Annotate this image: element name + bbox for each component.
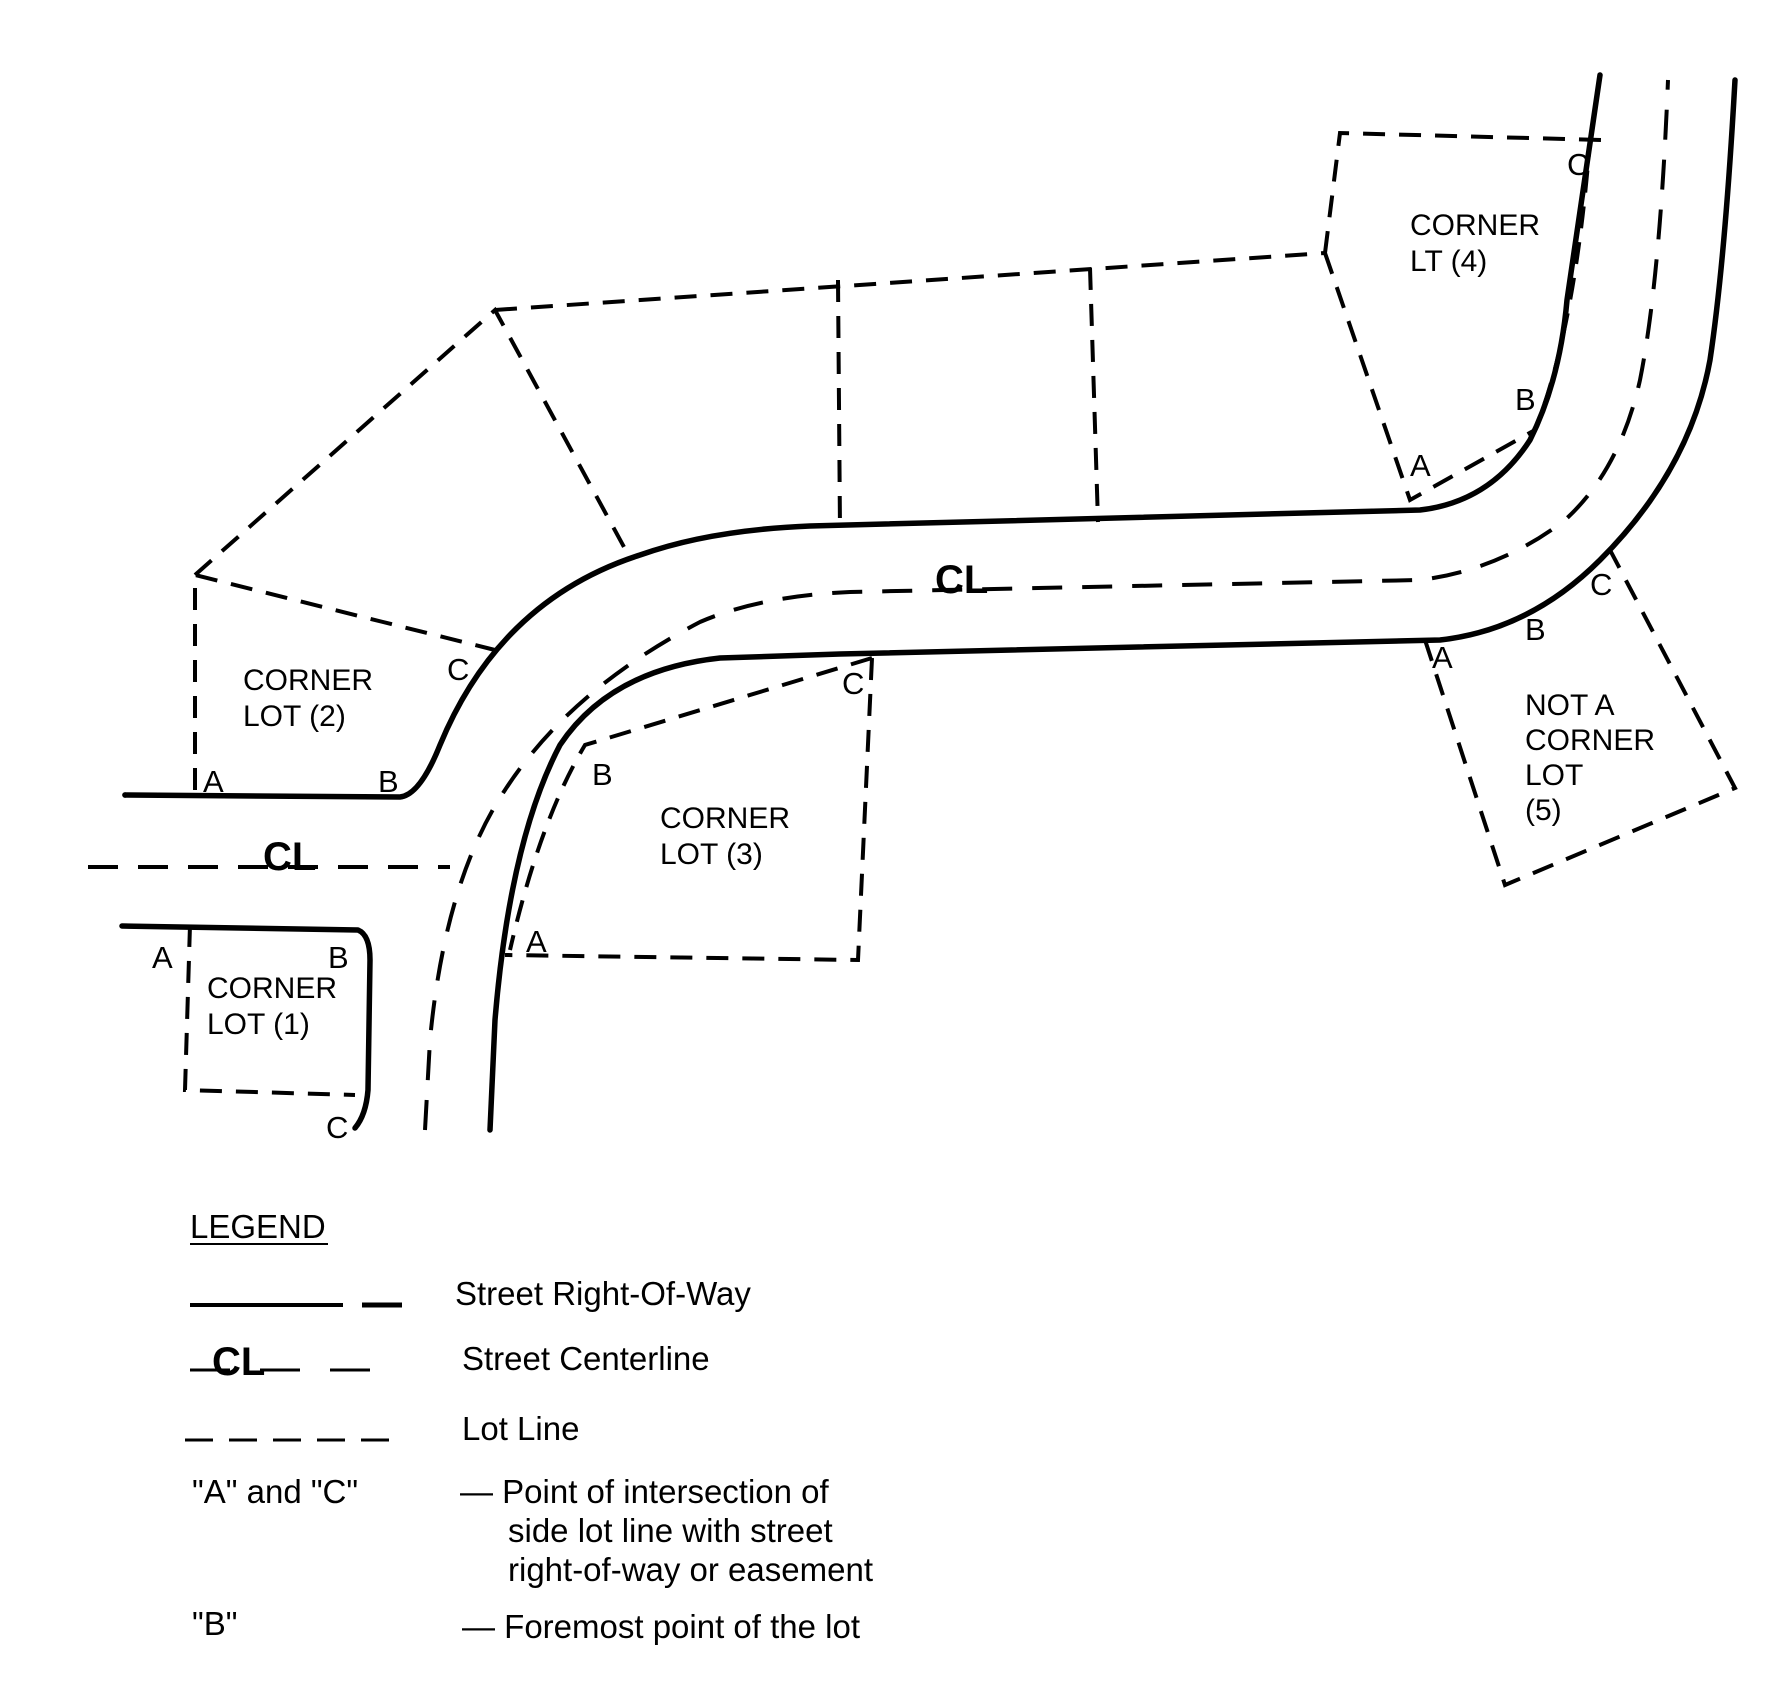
- lot4-boundary: [1323, 130, 1604, 503]
- lot1-point-c: C: [326, 1110, 348, 1145]
- lot2-point-a: A: [203, 764, 224, 799]
- lot5-boundary: [1423, 549, 1738, 888]
- point-labels: A B C A B C A B C A B C A B C: [152, 147, 1612, 1145]
- lot3-point-b: B: [592, 757, 613, 792]
- centerline-symbol-west: CL: [263, 835, 316, 879]
- lot-lines: [182, 130, 1738, 1097]
- street-centerlines: [88, 79, 1670, 1131]
- lot3-point-c: C: [842, 666, 864, 701]
- upper-side-line-1: [836, 279, 842, 531]
- lot5-point-c: C: [1590, 567, 1612, 602]
- row-west-south-edge: [119, 923, 373, 1131]
- legend-heading: LEGEND: [190, 1208, 326, 1245]
- lot3-label-line1: CORNER: [660, 802, 790, 835]
- lot1-point-b: B: [328, 940, 349, 975]
- lot5-point-b: B: [1525, 612, 1546, 647]
- lot4-point-a: A: [1410, 448, 1431, 483]
- lot4-label-line2: LT (4): [1410, 245, 1487, 278]
- centerline-symbol-main: CL: [935, 558, 988, 602]
- legend-centerline-label: Street Centerline: [462, 1340, 710, 1377]
- legend-centerline-symbol: CL: [212, 1340, 265, 1384]
- row-south-east-edge: [487, 77, 1738, 1133]
- centerline-symbols: CL CL: [263, 558, 988, 879]
- legend-ac-desc-line1: — Point of intersection of: [460, 1473, 830, 1510]
- lot4-point-c: C: [1567, 147, 1589, 182]
- lot4-point-b: B: [1515, 382, 1536, 417]
- lot5-label-line4: (5): [1525, 794, 1562, 827]
- lot-labels: CORNER LOT (1) CORNER LOT (2) CORNER LOT…: [207, 209, 1655, 1041]
- lot1-point-a: A: [152, 940, 173, 975]
- lot3-point-a: A: [526, 924, 547, 959]
- legend-lot-line-label: Lot Line: [462, 1410, 579, 1447]
- legend-b-desc: — Foremost point of the lot: [462, 1608, 860, 1645]
- legend-b-key: "B": [192, 1605, 237, 1642]
- lot1-label-line2: LOT (1): [207, 1008, 310, 1041]
- lot5-point-a: A: [1432, 640, 1453, 675]
- legend: LEGEND Street Right-Of-Way CL Street Cen…: [185, 1208, 873, 1645]
- legend-ac-desc-line3: right-of-way or easement: [508, 1551, 873, 1588]
- legend-ac-key: "A" and "C": [192, 1473, 358, 1510]
- lot1-label-line1: CORNER: [207, 972, 337, 1005]
- lot5-label-line1: NOT A: [1525, 689, 1614, 722]
- lot2-point-c: C: [447, 652, 469, 687]
- lot3-boundary: [504, 656, 874, 963]
- legend-ac-desc-line2: side lot line with street: [508, 1512, 833, 1549]
- lot4-label-line1: CORNER: [1410, 209, 1540, 242]
- upper-rear-line: [494, 251, 1326, 312]
- lot2-label-line2: LOT (2): [243, 700, 346, 733]
- lot3-label-line2: LOT (3): [660, 838, 763, 871]
- lot1-boundary: [182, 924, 356, 1097]
- lot5-label-line3: LOT: [1525, 759, 1583, 792]
- legend-right-of-way-label: Street Right-Of-Way: [455, 1275, 751, 1312]
- lot2-point-b: B: [378, 764, 399, 799]
- lot5-label-line2: CORNER: [1525, 724, 1655, 757]
- centerline-main: [423, 79, 1670, 1131]
- upper-side-line-2: [1088, 267, 1100, 523]
- lot2-label-line1: CORNER: [243, 664, 373, 697]
